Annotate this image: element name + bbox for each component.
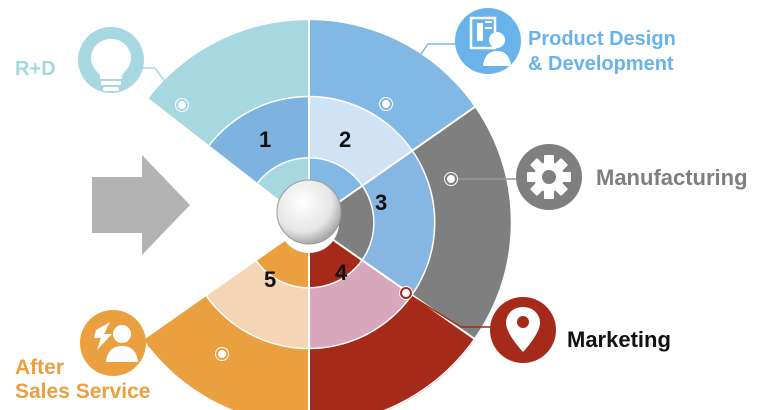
hub-segment-4 xyxy=(309,240,363,288)
label-after-sales: After Sales Service xyxy=(15,356,150,404)
callout-dot-product xyxy=(379,97,393,111)
label-after-sales-line1: After xyxy=(15,356,65,379)
hub-segment-5 xyxy=(255,240,309,288)
inner-segment-3 xyxy=(362,150,435,296)
inner-segment-5 xyxy=(205,260,309,349)
label-product-design: Product Design & Development xyxy=(528,27,676,77)
outer-segment-rd xyxy=(148,19,309,146)
inner-segment-4 xyxy=(309,260,413,349)
location-pin-icon xyxy=(490,297,556,363)
callout-lines xyxy=(140,43,522,355)
middle-ring xyxy=(205,96,435,349)
label-product-design-line1: Product Design xyxy=(528,28,676,50)
center-hub xyxy=(276,179,342,245)
callout-dot-manufacturing xyxy=(444,172,458,186)
blueprint-user-icon xyxy=(455,8,521,74)
stage-number-4: 4 xyxy=(335,260,348,285)
callout-dot-after-sales xyxy=(215,347,229,361)
customer-support-icon xyxy=(80,310,146,376)
label-after-sales-line2: Sales Service xyxy=(15,380,151,403)
lightbulb-icon xyxy=(78,27,144,93)
inner-segment-2 xyxy=(309,97,413,186)
label-rd: R+D xyxy=(15,58,56,80)
label-product-design-line2: & Development xyxy=(528,53,674,75)
gear-icon xyxy=(516,144,582,210)
callout-dot-marketing xyxy=(399,286,413,300)
callout-dot-rd xyxy=(175,98,189,112)
outer-segment-product-design xyxy=(309,20,476,151)
stage-number-5: 5 xyxy=(264,267,276,292)
stage-number-2: 2 xyxy=(339,127,351,152)
stage-number-3: 3 xyxy=(375,190,387,215)
hub-segment-3 xyxy=(333,185,374,261)
input-arrow xyxy=(92,155,190,255)
outer-segment-manufacturing xyxy=(412,106,512,340)
stage-number-1: 1 xyxy=(259,127,271,152)
inner-segment-1 xyxy=(209,96,309,183)
label-manufacturing: Manufacturing xyxy=(596,165,748,190)
label-marketing: Marketing xyxy=(567,327,671,352)
callout-dots xyxy=(175,97,458,361)
ring-separators xyxy=(142,18,513,410)
